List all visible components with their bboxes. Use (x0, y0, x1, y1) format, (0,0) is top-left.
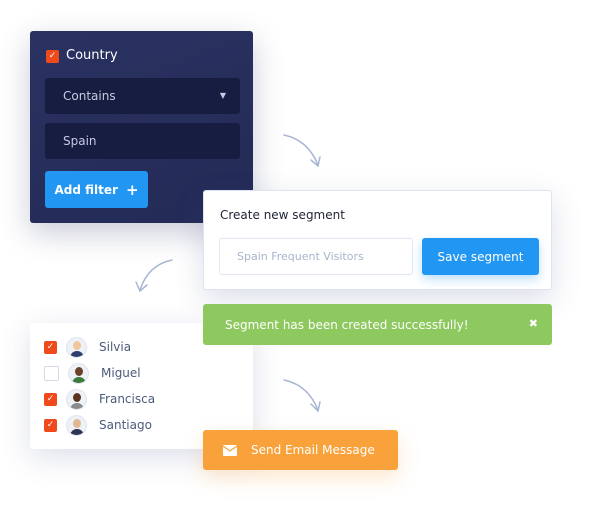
list-item[interactable]: ✓ Santiago (44, 414, 152, 436)
country-checkbox[interactable]: ✓ (46, 50, 59, 63)
create-segment-card: Create new segment Spain Frequent Visito… (203, 190, 552, 290)
contact-name: Francisca (99, 392, 156, 406)
contact-checkbox[interactable]: ✓ (44, 392, 57, 406)
list-item[interactable]: ✓ Silvia (44, 336, 131, 358)
contact-checkbox[interactable]: ✓ (44, 340, 57, 354)
field-label: Country (66, 48, 118, 63)
plus-icon: + (125, 180, 139, 199)
save-segment-button[interactable]: Save segment (422, 238, 539, 275)
contact-checkbox[interactable] (44, 365, 59, 381)
success-message: Segment has been created successfully! (225, 317, 469, 332)
arrow-icon (283, 134, 321, 168)
success-notification: Segment has been created successfully! ✖ (203, 304, 552, 345)
avatar (66, 414, 87, 436)
list-item[interactable]: ✓ Francisca (44, 388, 155, 410)
send-email-button[interactable]: Send Email Message (203, 430, 398, 470)
segment-title: Create new segment (220, 208, 345, 222)
operator-select[interactable]: Contains ▼ (45, 78, 240, 114)
segment-name-value: Spain Frequent Visitors (237, 250, 364, 263)
avatar (66, 388, 87, 410)
operator-value: Contains (63, 89, 116, 103)
send-email-label: Send Email Message (251, 443, 375, 457)
filter-value-input[interactable]: Spain (45, 123, 240, 159)
segment-name-input[interactable]: Spain Frequent Visitors (219, 238, 413, 275)
add-filter-button[interactable]: Add filter + (45, 171, 148, 208)
close-icon[interactable]: ✖ (528, 317, 538, 330)
list-item[interactable]: Miguel (44, 362, 141, 384)
add-filter-label: Add filter (54, 182, 118, 197)
contact-name: Santiago (99, 418, 152, 432)
arrow-icon (135, 259, 173, 293)
avatar (66, 336, 87, 358)
filter-value: Spain (63, 134, 97, 148)
chevron-down-icon: ▼ (219, 91, 226, 100)
envelope-icon (223, 444, 237, 456)
contact-checkbox[interactable]: ✓ (44, 418, 57, 432)
contact-name: Silvia (99, 340, 132, 354)
arrow-icon (283, 379, 321, 413)
contact-name: Miguel (101, 366, 141, 380)
avatar (68, 362, 89, 384)
